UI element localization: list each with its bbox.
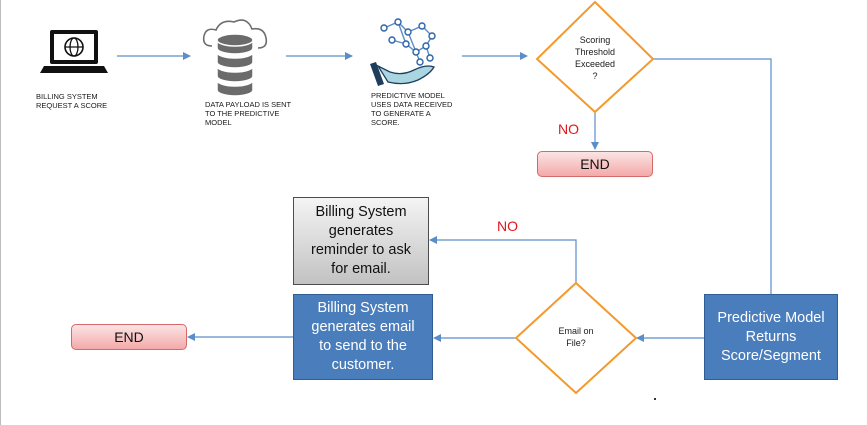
threshold-diamond	[535, 0, 655, 114]
laptop-globe-icon	[40, 30, 108, 73]
caption-model: PREDICTIVE MODEL USES DATA RECEIVED TO G…	[371, 91, 453, 127]
end-box-bottom: END	[71, 324, 187, 350]
email-diamond	[514, 281, 638, 395]
arrow-email-no-to-reminder	[429, 236, 577, 283]
database-cloud-icon	[202, 19, 268, 97]
hand-network-icon	[370, 18, 436, 86]
end-box-top: END	[537, 151, 653, 177]
left-frame-line	[0, 0, 1, 425]
threshold-diamond-text: Scoring Threshold Exceeded ?	[574, 35, 616, 81]
stray-dot	[654, 398, 656, 400]
no-label-email: NO	[497, 218, 518, 234]
email-diamond-text: Email on File?	[558, 326, 594, 348]
reminder-box: Billing System generates reminder to ask…	[293, 197, 429, 285]
email-send-box: Billing System generates email to send t…	[293, 294, 433, 380]
no-label-threshold: NO	[558, 121, 579, 137]
arrow-threshold-yes-to-returns	[653, 58, 772, 294]
caption-payload: DATA PAYLOAD IS SENT TO THE PREDICTIVE M…	[205, 100, 291, 127]
model-returns-box: Predictive Model Returns Score/Segment	[704, 294, 838, 380]
caption-billing: BILLING SYSTEM REQUEST A SCORE	[36, 92, 108, 110]
